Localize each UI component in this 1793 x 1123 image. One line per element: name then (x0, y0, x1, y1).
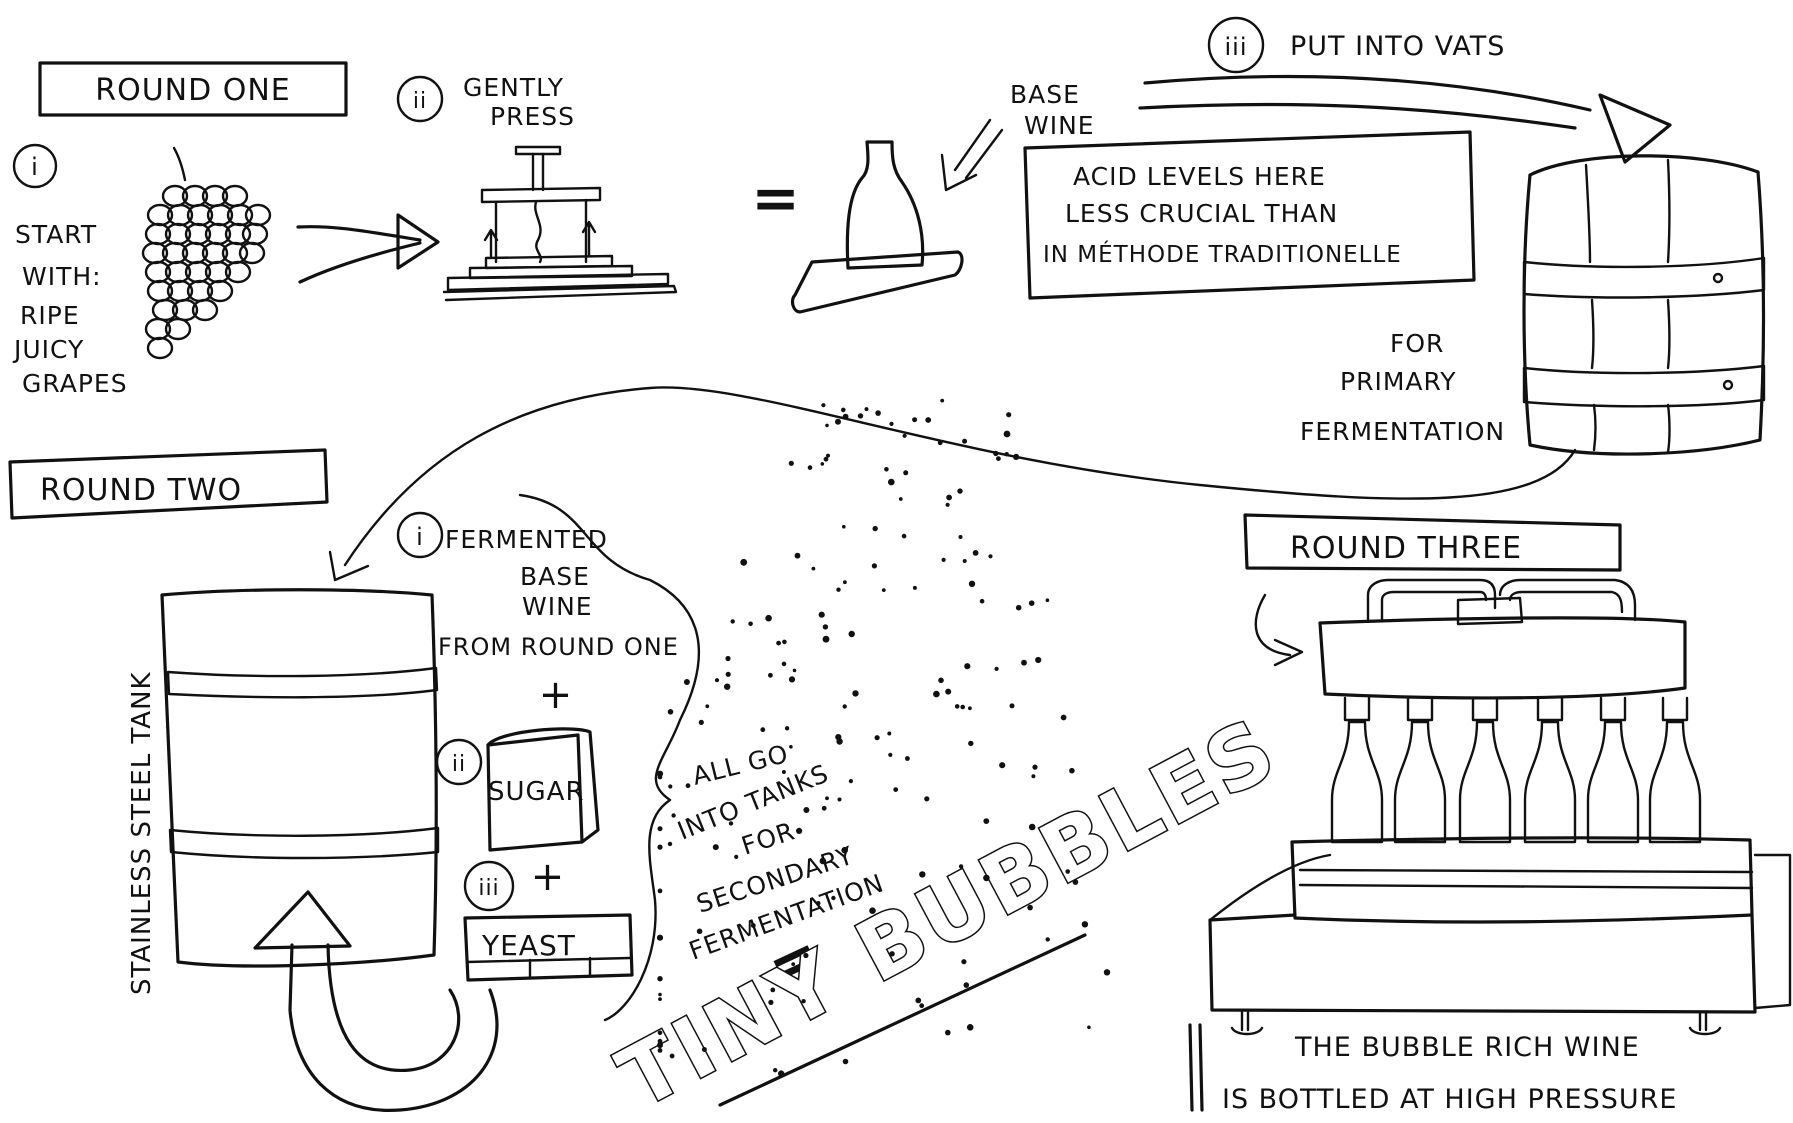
start-line-3: RIPE (20, 301, 80, 330)
start-line-5: GRAPES (22, 369, 128, 398)
acid-note-line-2: LESS CRUCIAL THAN (1065, 199, 1338, 228)
round-two-title: ROUND TWO (40, 473, 242, 508)
wine-press-icon (444, 147, 676, 300)
arrow-icon (1140, 76, 1670, 162)
wine-bottle-icon (793, 142, 962, 312)
gently-press-line-2: PRESS (490, 102, 575, 131)
fermented-line-2: BASE (520, 562, 590, 591)
round-two-section: ROUND TWO STAINLESS STEEL TANK i FERMENT… (10, 399, 1293, 1123)
round-one-title: ROUND ONE (95, 73, 291, 108)
secondary-line-3: FOR (738, 816, 799, 860)
sugar-label: SUGAR (488, 777, 585, 807)
arrow-icon (1256, 595, 1302, 665)
fermented-line-1: FERMENTED (445, 525, 608, 554)
fermented-line-4: FROM ROUND ONE (438, 633, 679, 661)
plus-sign-one: + (539, 672, 574, 718)
start-line-4: JUICY (12, 335, 84, 364)
base-wine-line-1: BASE (1010, 80, 1080, 109)
start-line-2: WITH: (22, 262, 102, 291)
caption-bar (1190, 1025, 1202, 1110)
step-two-numeral: ii (413, 89, 427, 114)
fermented-line-3: WINE (522, 592, 593, 621)
acid-note-line-1: ACID LEVELS HERE (1073, 162, 1326, 191)
yeast-label: YEAST (481, 929, 576, 962)
bottling-machine-icon (1210, 580, 1790, 1034)
equals-sign-one: = (751, 164, 801, 232)
round-three-title: ROUND THREE (1290, 531, 1522, 566)
arrow-icon (298, 215, 438, 282)
bottled-line-2: IS BOTTLED AT HIGH PRESSURE (1222, 1084, 1677, 1115)
start-line-1: START (15, 220, 97, 249)
barrel-icon (1524, 156, 1764, 454)
step-three-numeral: iii (1224, 33, 1247, 61)
round-three-section: ROUND THREE THE BUBBL (1190, 515, 1790, 1115)
vat-caption-line-3: FERMENTATION (1300, 417, 1505, 446)
vat-caption-line-1: FOR (1390, 329, 1444, 358)
step-one-numeral: i (31, 153, 39, 181)
vat-caption-line-2: PRIMARY (1340, 367, 1457, 396)
round-two-step-three-numeral: iii (478, 876, 499, 901)
gently-press-line-1: GENTLY (463, 73, 564, 102)
bottled-line-1: THE BUBBLE RICH WINE (1294, 1032, 1640, 1063)
grapes-icon (143, 148, 270, 358)
round-one-section: ROUND ONE i START WITH: RIPE JUICY GRAPE… (12, 18, 1764, 454)
stainless-steel-tank-icon (162, 590, 438, 966)
put-into-vats: PUT INTO VATS (1290, 31, 1505, 62)
round-two-step-two-numeral: ii (452, 752, 466, 777)
tank-label: STAINLESS STEEL TANK (127, 671, 157, 995)
arrow-icon (942, 120, 1002, 190)
base-wine-line-2: WINE (1024, 111, 1095, 140)
acid-note-line-3: IN MÉTHODE TRADITIONELLE (1043, 240, 1402, 268)
round-two-step-one-numeral: i (416, 523, 424, 551)
arrow-icon (255, 892, 497, 1110)
plus-sign-two: + (531, 854, 566, 900)
